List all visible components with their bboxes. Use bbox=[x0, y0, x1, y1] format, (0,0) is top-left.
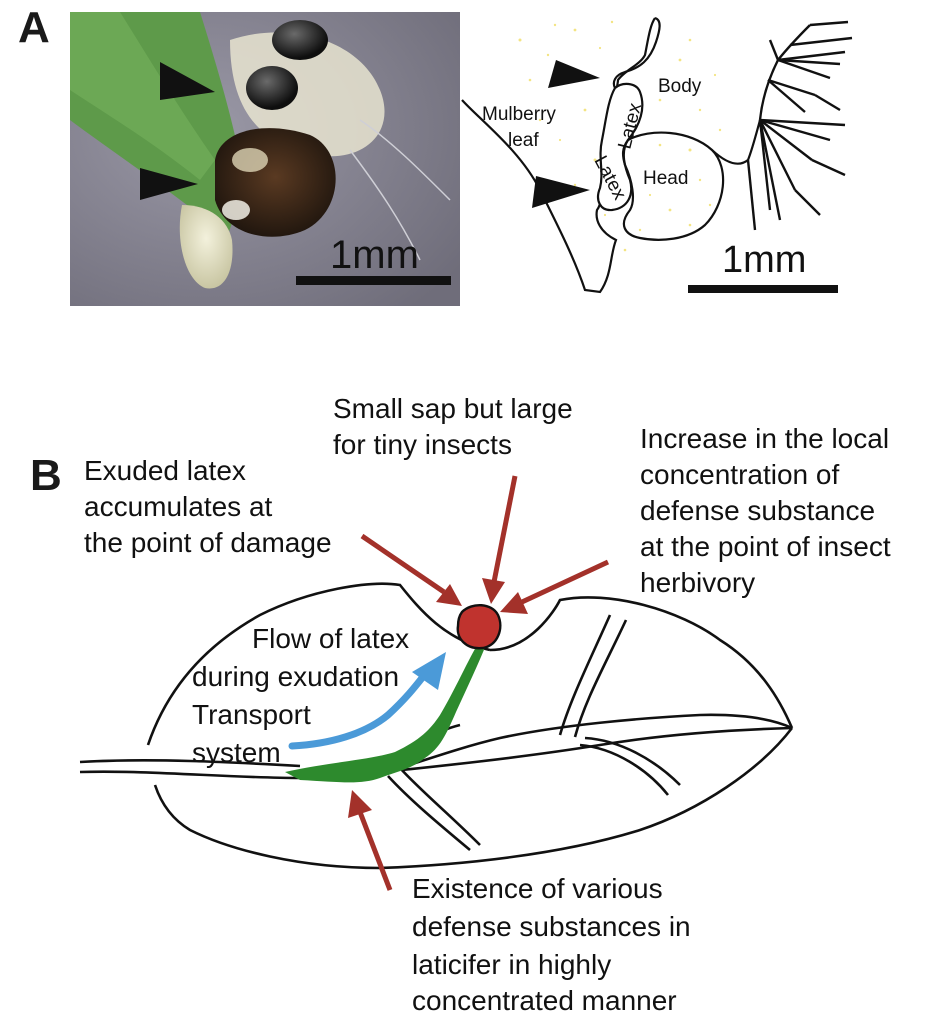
panel-a-letter: A bbox=[18, 3, 50, 52]
label-transport-system: Transport system bbox=[192, 699, 319, 768]
sketch-scale-bar bbox=[688, 285, 838, 293]
flow-arrow-head bbox=[412, 652, 446, 690]
arrow-small-sap bbox=[482, 578, 505, 604]
petiole-upper bbox=[79, 759, 301, 768]
leaf-upper-left-lobe bbox=[146, 582, 491, 746]
label-head: Head bbox=[643, 168, 688, 189]
arrow-increase-concentration bbox=[500, 592, 528, 614]
leaf-outline-sketch bbox=[461, 17, 656, 294]
label-body: Body bbox=[658, 76, 702, 97]
speckle-texture bbox=[518, 20, 722, 252]
latex-outline-sketch bbox=[596, 82, 644, 212]
label-exuded-latex: Exuded latex accumulates at the point of… bbox=[84, 455, 332, 558]
petiole-lower bbox=[79, 770, 301, 780]
label-flow-of-latex: Flow of latex during exudation bbox=[192, 623, 417, 692]
head-outline-sketch bbox=[621, 131, 725, 241]
label-mulberry-line2: leaf bbox=[508, 130, 539, 151]
arrowhead-sketch-lower bbox=[532, 176, 590, 208]
arrow-existence-defense bbox=[348, 790, 372, 818]
arrowhead-sketch-upper bbox=[548, 60, 600, 88]
label-increase-concentration: Increase in the local concentration of d… bbox=[640, 423, 898, 598]
leaf-lower-outline bbox=[153, 727, 794, 870]
sketch-scale-label: 1mm bbox=[722, 239, 806, 281]
setae-sketch bbox=[746, 20, 853, 231]
latex-drop-photo bbox=[179, 205, 233, 289]
larva-head-photo bbox=[215, 128, 336, 237]
pointer-arrows bbox=[348, 475, 610, 891]
photo-scale-label: 1mm bbox=[330, 233, 419, 277]
laticifer bbox=[285, 640, 488, 783]
body-outline-sketch bbox=[612, 16, 661, 89]
photo-scale-bar bbox=[296, 276, 451, 285]
latex-drop bbox=[456, 604, 502, 650]
panel-a-sketch: Mulberry leaf Body Head Latex Latex 1mm bbox=[461, 16, 853, 294]
larva-body-photo bbox=[230, 32, 385, 157]
label-small-sap: Small sap but large for tiny insects bbox=[333, 393, 580, 460]
leaf-upper-right-lobe bbox=[489, 596, 794, 729]
arrowhead-photo-lower bbox=[140, 168, 198, 200]
flow-arrow bbox=[288, 664, 434, 750]
panel-b-letter: B bbox=[30, 451, 62, 500]
arrowhead-photo-upper bbox=[160, 62, 215, 100]
label-existence-defense: Existence of various defense substances … bbox=[412, 873, 698, 1016]
label-mulberry-line1: Mulberry bbox=[482, 104, 556, 125]
panel-a-photo: 1mm bbox=[70, 12, 460, 306]
arrow-exuded-latex bbox=[436, 584, 462, 606]
